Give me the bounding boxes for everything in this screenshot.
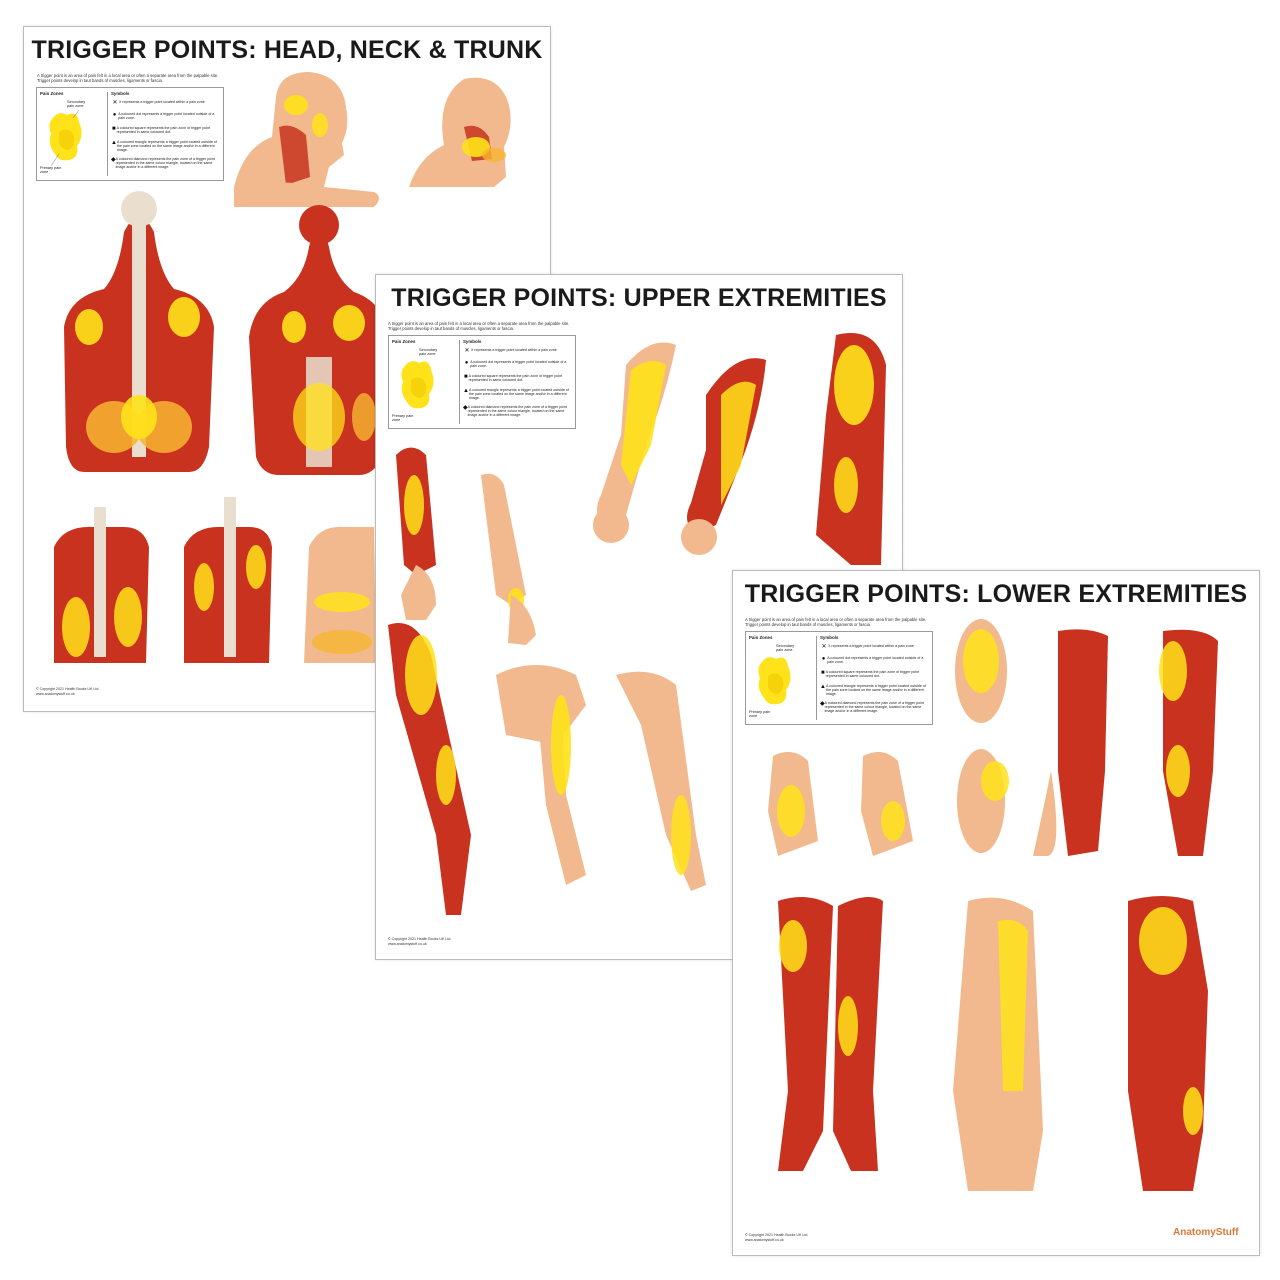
symbol-row: ◆A coloured diamond represents the pain …	[463, 405, 573, 418]
copyright-line: © Copyright 2021 Health Books UK Ltd.	[388, 937, 452, 941]
arm-illustrations	[388, 333, 886, 915]
symbol-row: ▲A coloured triangle represents a trigge…	[820, 684, 930, 697]
copyright-line: © Copyright 2021 Health Books UK Ltd.	[745, 1233, 809, 1237]
primary-zone-label: Primary pain zone	[40, 166, 62, 175]
pain-zones-heading: Pain Zones	[40, 91, 64, 96]
triangle-icon: ▲	[111, 140, 117, 146]
legend-box: Pain Zones Secondary pain zone Primary p…	[745, 631, 933, 725]
poster-title: TRIGGER POINTS: UPPER EXTREMITIES	[391, 284, 887, 312]
website-url: www.anatomystuff.co.uk	[745, 1237, 784, 1242]
symbol-description: A coloured diamond represents the pain z…	[115, 157, 215, 170]
intro-text: A trigger point is an area of pain felt …	[37, 73, 219, 84]
primary-zone-label: Primary pain zone	[392, 414, 414, 423]
dot-icon: ●	[821, 656, 826, 662]
symbol-row: ✕X represents a trigger point located wi…	[111, 100, 221, 106]
cross-icon: ✕	[112, 100, 118, 106]
pain-zones-heading: Pain Zones	[392, 339, 416, 344]
symbol-row: ✕X represents a trigger point located wi…	[820, 644, 930, 650]
back-torso-illustration	[64, 191, 214, 472]
symbol-description: X represents a trigger point located wit…	[471, 348, 557, 352]
square-icon: ■	[111, 126, 116, 132]
lower-arm-illustrations	[388, 623, 706, 915]
symbol-row: ◆A coloured diamond represents the pain …	[820, 701, 930, 714]
symbol-description: A coloured dot represents a trigger poin…	[827, 656, 924, 665]
symbol-row: ●A coloured dot represents a trigger poi…	[111, 112, 221, 120]
head-jaw-illustration	[409, 77, 511, 187]
legend-divider	[459, 340, 460, 424]
dot-icon: ●	[112, 112, 117, 118]
website-url: www.anatomystuff.co.uk	[388, 941, 427, 946]
symbol-description: X represents a trigger point located wit…	[828, 644, 914, 648]
copyright-text: © Copyright 2021 Health Books UK Ltd. ww…	[745, 1233, 808, 1242]
diamond-icon: ◆	[820, 701, 825, 707]
intro-text: A trigger point is an area of pain felt …	[745, 617, 927, 628]
diamond-icon: ◆	[111, 157, 116, 163]
brand-logo: AnatomyStuff	[1173, 1227, 1239, 1238]
intro-text: A trigger point is an area of pain felt …	[388, 321, 570, 332]
triangle-icon: ▲	[463, 388, 469, 394]
symbol-row: ▲A coloured triangle represents a trigge…	[111, 140, 221, 153]
triangle-icon: ▲	[820, 684, 826, 690]
primary-zone-label: Primary pain zone	[749, 710, 771, 719]
symbol-row: ■A coloured square represents the pain z…	[463, 374, 573, 382]
legend-box: Pain Zones Secondary pain zone Primary p…	[388, 335, 576, 429]
symbol-row: ●A coloured dot represents a trigger poi…	[820, 656, 930, 664]
symbol-row: ◆A coloured diamond represents the pain …	[111, 157, 221, 170]
legend-divider	[816, 636, 817, 720]
symbol-row: ■A coloured square represents the pain z…	[111, 126, 221, 134]
head-side-illustration	[234, 72, 379, 207]
symbol-row: ■A coloured square represents the pain z…	[820, 670, 930, 678]
symbol-description: A coloured dot represents a trigger poin…	[118, 112, 215, 121]
foot-illustrations	[768, 619, 1009, 856]
symbol-description: A coloured diamond represents the pain z…	[824, 701, 924, 714]
legend-divider	[107, 92, 108, 176]
legend-box: Pain Zones Secondary pain zone Primary p…	[36, 87, 224, 181]
symbol-description: A coloured triangle represents a trigger…	[825, 684, 926, 697]
cross-icon: ✕	[464, 348, 470, 354]
symbol-description: X represents a trigger point located wit…	[119, 100, 205, 104]
copyright-text: © Copyright 2021 Health Books UK Ltd. ww…	[388, 937, 451, 946]
pain-zone-swatch	[758, 657, 791, 705]
symbol-description: A coloured diamond represents the pain z…	[467, 405, 567, 418]
pain-zones-heading: Pain Zones	[749, 635, 773, 640]
diamond-icon: ◆	[463, 405, 468, 411]
poster-lower-extremities: TRIGGER POINTS: LOWER EXTREMITIES A trig…	[732, 570, 1260, 1256]
symbol-description: A coloured triangle represents a trigger…	[116, 140, 217, 153]
poster-title: TRIGGER POINTS: HEAD, NECK & TRUNK	[31, 36, 543, 64]
website-url: www.anatomystuff.co.uk	[36, 691, 75, 696]
symbol-description: A coloured triangle represents a trigger…	[468, 388, 569, 401]
symbol-row: ●A coloured dot represents a trigger poi…	[463, 360, 573, 368]
pain-zone-swatch	[401, 361, 434, 409]
symbols-heading: Symbols	[820, 635, 839, 640]
upper-leg-illustrations	[1033, 629, 1218, 856]
symbol-row: ▲A coloured triangle represents a trigge…	[463, 388, 573, 401]
secondary-zone-label: Secondary pain zone	[419, 348, 438, 357]
secondary-zone-label: Secondary pain zone	[67, 100, 86, 109]
symbol-description: A coloured dot represents a trigger poin…	[470, 360, 567, 369]
forearm-illustrations	[396, 447, 536, 645]
shoulder-arm-illustration	[593, 333, 886, 565]
symbols-heading: Symbols	[463, 339, 482, 344]
symbol-description: A coloured square represents the pain zo…	[116, 126, 211, 135]
symbol-description: A coloured square represents the pain zo…	[825, 670, 920, 679]
square-icon: ■	[820, 670, 825, 676]
trunk-illustrations	[54, 72, 511, 663]
copyright-text: © Copyright 2021 Health Books UK Ltd. ww…	[36, 687, 99, 696]
square-icon: ■	[463, 374, 468, 380]
symbol-row: ✕X represents a trigger point located wi…	[463, 348, 573, 354]
symbol-description: A coloured square represents the pain zo…	[468, 374, 563, 383]
poster-title: TRIGGER POINTS: LOWER EXTREMITIES	[744, 580, 1248, 608]
copyright-line: © Copyright 2021 Health Books UK Ltd.	[36, 687, 100, 691]
front-torso-illustration	[249, 205, 389, 475]
leg-illustrations	[768, 619, 1218, 1191]
dot-icon: ●	[464, 360, 469, 366]
pain-zone-swatch	[49, 109, 82, 167]
cross-icon: ✕	[821, 644, 827, 650]
symbols-heading: Symbols	[111, 91, 130, 96]
secondary-zone-label: Secondary pain zone	[776, 644, 795, 653]
lower-torso-illustrations	[54, 497, 376, 663]
lower-leg-illustrations	[778, 896, 1208, 1191]
